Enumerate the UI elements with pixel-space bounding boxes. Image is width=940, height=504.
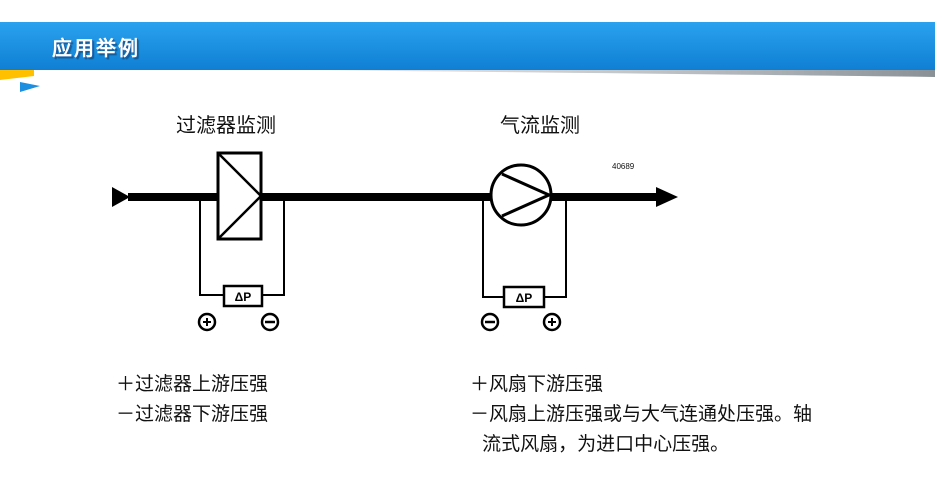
flow-arrow-out-icon [656, 187, 678, 207]
header-pointer-icon [20, 82, 40, 92]
header-banner-graphic [0, 22, 935, 92]
filter-plus-port-icon [197, 312, 217, 332]
header-shadow [300, 70, 935, 77]
filter-minus-port-icon [260, 312, 280, 332]
filter-dp-sensor: ΔP [222, 284, 264, 308]
fan-dp-sensor: ΔP [502, 285, 546, 309]
fan-minus-port-icon [480, 312, 500, 332]
header-banner: 应用举例 [0, 22, 940, 92]
flow-arrow-in-icon [112, 187, 130, 207]
header-bar-fill [0, 22, 935, 70]
fan-caption-downstream: ＋风扇下游压强 [470, 373, 604, 395]
filter-caption-upstream: ＋过滤器上游压强 [116, 373, 269, 395]
fan-icon [489, 163, 553, 227]
filter-pressure-lines [199, 199, 285, 296]
fan-plus-port-icon [542, 312, 562, 332]
filter-dp-label: ΔP [235, 290, 252, 304]
filter-caption-downstream: －过滤器下游压强 [116, 403, 269, 425]
fan-pressure-lines [482, 199, 567, 298]
header-accent [0, 70, 34, 80]
fan-caption-axial: 流式风扇，为进口中心压强。 [470, 433, 730, 455]
filter-monitoring-label: 过滤器监测 [176, 113, 276, 137]
airflow-monitoring-label: 气流监测 [500, 113, 580, 137]
fan-dp-label: ΔP [516, 291, 533, 305]
part-number: 40689 [612, 162, 635, 171]
fan-caption-upstream: －风扇上游压强或与大气连通处压强。轴 [470, 403, 813, 425]
header-title: 应用举例 [52, 36, 140, 60]
filter-icon [216, 151, 263, 241]
